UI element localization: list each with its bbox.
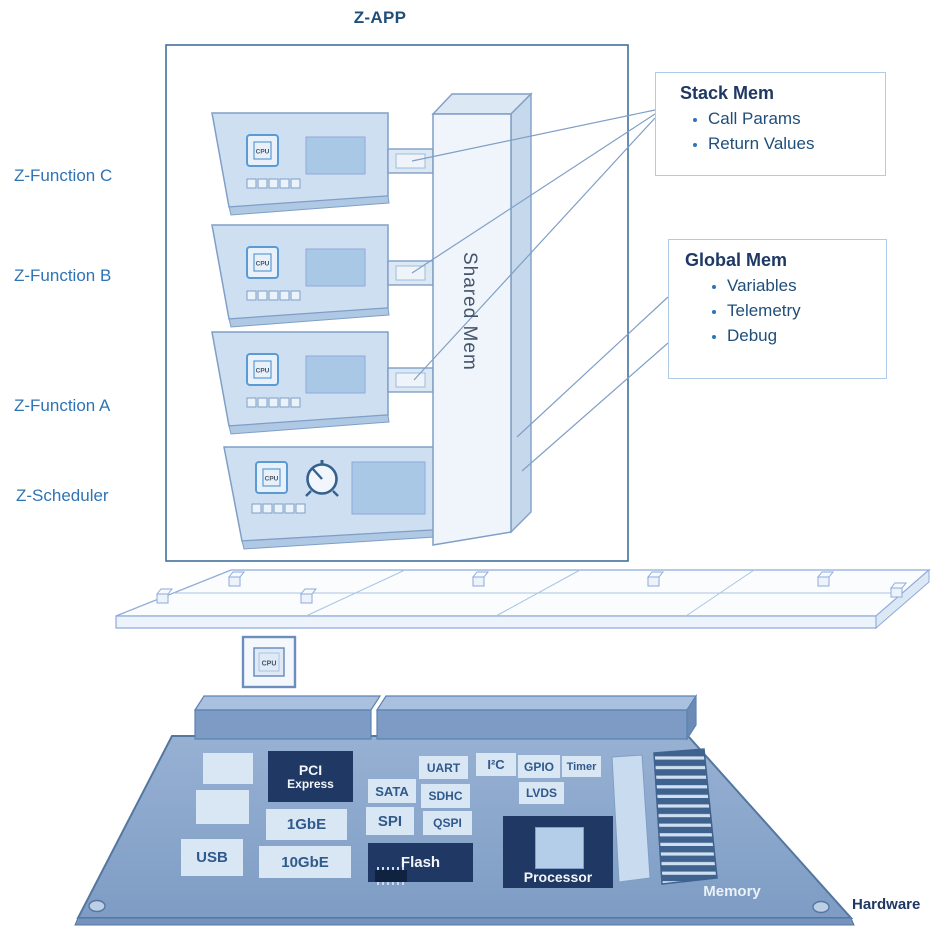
port-uart: UART <box>419 756 468 779</box>
list-item: Telemetry <box>727 301 886 321</box>
port-pci-express: PCI Express <box>268 751 353 802</box>
memory-side-panel <box>611 754 651 883</box>
port-spi: SPI <box>366 807 414 835</box>
flash-chip-icon <box>375 867 407 885</box>
processor-label: Processor <box>523 869 593 885</box>
port-10gbe: 10GbE <box>259 846 351 878</box>
label-function-a: Z-Function A <box>14 396 111 415</box>
port-timer: Timer <box>562 756 601 777</box>
flash-label: Flash <box>400 854 441 871</box>
processor-chip-icon <box>535 827 584 869</box>
function-block-c <box>211 112 434 216</box>
label-function-b: Z-Function B <box>14 266 112 285</box>
hardware-label: Hardware <box>852 896 921 913</box>
list-item: Return Values <box>708 134 885 154</box>
stack-mem-callout: Stack Mem Call Params Return Values <box>655 72 886 176</box>
port-gpio: GPIO <box>518 755 560 778</box>
list-item: Variables <box>727 276 886 296</box>
global-mem-list: Variables Telemetry Debug <box>669 276 886 346</box>
pci-label: PCI <box>298 761 323 778</box>
global-mem-lines <box>516 296 669 472</box>
global-mem-callout: Global Mem Variables Telemetry Debug <box>668 239 887 379</box>
port-flash: Flash <box>368 843 473 885</box>
port-i2c: I²C <box>476 753 516 776</box>
rack-tray <box>115 568 931 630</box>
stack-mem-list: Call Params Return Values <box>656 109 885 154</box>
function-block-a <box>211 331 434 435</box>
shared-mem-label: Shared Mem <box>459 252 480 371</box>
cpu-icon-label: CPU <box>265 476 279 483</box>
stack-mem-title: Stack Mem <box>680 83 775 103</box>
port-sdhc: SDHC <box>421 784 470 808</box>
port-usb: USB <box>181 839 243 876</box>
gauge-icon <box>305 460 339 497</box>
cpu-chip-icon: CPU <box>241 635 297 689</box>
port-lvds: LVDS <box>519 782 564 804</box>
screw-bottom-right <box>812 900 830 914</box>
pci-express-label: Express <box>287 776 334 791</box>
port-1gbe: 1GbE <box>266 809 347 840</box>
heatsink-bar-left <box>193 695 382 740</box>
screw-bottom-left <box>88 899 106 913</box>
cpu-icon-label: CPU <box>262 661 277 668</box>
label-function-c: Z-Function C <box>14 166 113 185</box>
function-block-b <box>211 224 434 328</box>
global-mem-title: Global Mem <box>685 250 788 270</box>
scheduler-block: CPU <box>223 446 436 550</box>
port-sata: SATA <box>368 779 416 803</box>
memory-bank <box>653 748 718 885</box>
list-item: Call Params <box>708 109 885 129</box>
memory-label: Memory <box>703 883 761 900</box>
list-item: Debug <box>727 326 886 346</box>
stack-mem-lines <box>411 109 656 381</box>
label-scheduler: Z-Scheduler <box>16 486 109 505</box>
heatsink-bar-right <box>375 693 698 742</box>
shared-mem-block <box>431 92 533 546</box>
port-box-blank-1 <box>203 753 253 784</box>
processor-module: Processor <box>503 816 613 888</box>
port-box-blank-2 <box>196 790 249 824</box>
page-title: Z-APP <box>353 8 407 27</box>
zapp-border <box>165 44 629 562</box>
port-qspi: QSPI <box>423 811 472 835</box>
